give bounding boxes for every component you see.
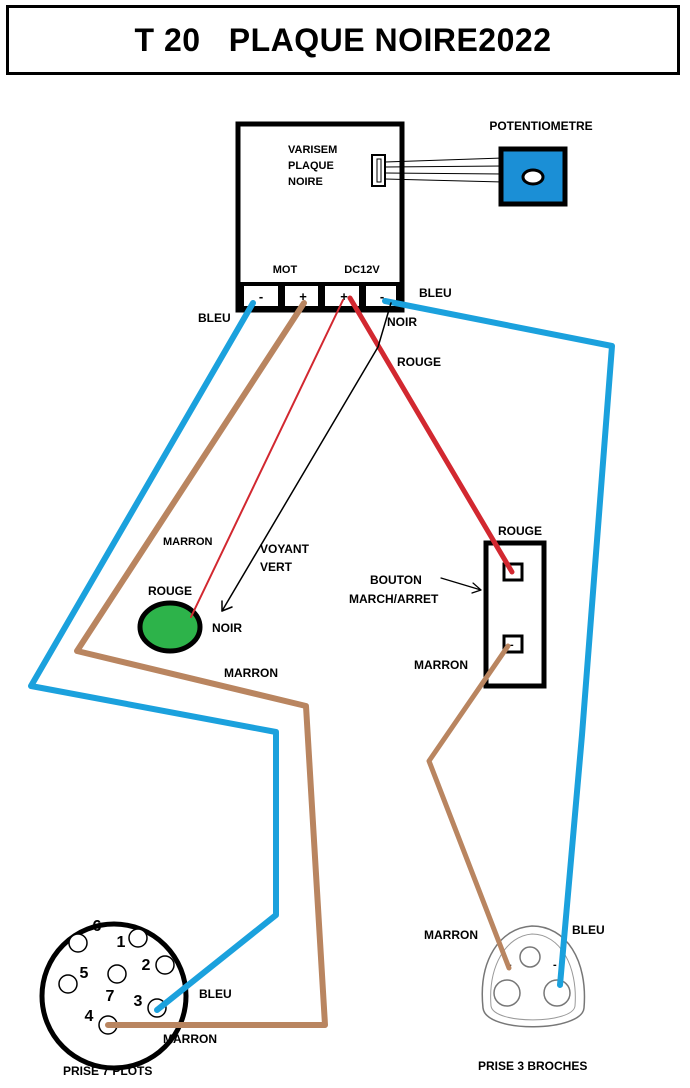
wire-brown-switch xyxy=(426,643,512,971)
label-bleu-right: BLEU xyxy=(419,286,452,300)
arrow-switch xyxy=(440,577,482,591)
wire-brown-left xyxy=(74,300,328,1028)
pin-label-6: 6 xyxy=(93,918,102,935)
pin-hole-2 xyxy=(155,955,175,975)
pin-label-2: 2 xyxy=(142,957,151,974)
labels: BLEU BLEU NOIR ROUGE MARRON VOYANT VERT … xyxy=(63,286,605,1078)
wires xyxy=(28,295,615,1028)
green-lamp xyxy=(137,600,203,654)
pin-label-1: 1 xyxy=(117,934,126,951)
arrow-head-switch xyxy=(471,582,482,594)
arrow-head-lamp xyxy=(221,600,233,612)
wire-black-lamp xyxy=(221,302,392,612)
label-marron-left: MARRON xyxy=(163,536,213,548)
socket3-pin-left xyxy=(493,979,521,1007)
title-box: T 20 PLAQUE NOIRE2022 xyxy=(6,5,680,75)
label-noir-top: NOIR xyxy=(387,315,417,329)
label-marron-mid: MARRON xyxy=(224,666,278,680)
label-bleu-socket3: BLEU xyxy=(572,923,605,937)
potentiometer: POTENTIOMETRE xyxy=(384,119,593,207)
label-bleu-socket7: BLEU xyxy=(199,987,232,1001)
potentiometer-body xyxy=(498,146,568,207)
potentiometer-knob xyxy=(521,168,545,186)
socket3-mark: - xyxy=(553,959,557,971)
label-rouge-lamp: ROUGE xyxy=(148,584,192,598)
socket3-pin-top xyxy=(519,946,541,968)
label-rouge-top: ROUGE xyxy=(397,355,441,369)
variator-box: - + + - VARISEM PLAQUE NOIRE MOT DC12V xyxy=(235,121,405,313)
socket3-pin-right xyxy=(543,979,571,1007)
switch-terminal-mark: - xyxy=(510,639,514,651)
variator-line-1: VARISEM xyxy=(288,144,337,156)
socket-7-pins: 1 2 3 4 5 6 7 xyxy=(39,918,189,1071)
label-bouton: BOUTON xyxy=(370,573,422,587)
variator-line-2: PLAQUE xyxy=(288,160,334,172)
label-bleu-left: BLEU xyxy=(198,311,231,325)
wire-blue-left xyxy=(28,300,279,1013)
pin-label-4: 4 xyxy=(85,1008,94,1025)
wire-red-switch xyxy=(347,295,515,575)
terminal-label: + xyxy=(340,289,348,304)
pin-label-5: 5 xyxy=(80,965,89,982)
socket-3-pins: - - xyxy=(481,925,586,1028)
terminal-label: - xyxy=(259,289,263,304)
label-rouge-switch: ROUGE xyxy=(498,524,542,538)
terminal-label: - xyxy=(380,289,384,304)
pin-hole-6 xyxy=(68,933,88,953)
wire-blue-right xyxy=(382,298,615,988)
wire-red-lamp xyxy=(190,299,344,618)
terminal-label: + xyxy=(299,289,307,304)
label-dc12v: DC12V xyxy=(344,264,380,276)
pin-hole-1 xyxy=(128,928,148,948)
label-vert: VERT xyxy=(260,560,293,574)
label-march-arret: MARCH/ARRET xyxy=(349,592,439,606)
terminal-mot-plus xyxy=(285,286,318,306)
pin-label-3: 3 xyxy=(134,993,143,1010)
label-noir-lamp: NOIR xyxy=(212,621,242,635)
label-prise-3-broches: PRISE 3 BROCHES xyxy=(478,1059,587,1073)
pin-hole-7 xyxy=(107,964,127,984)
pin-hole-5 xyxy=(58,974,78,994)
label-prise-7-plots: PRISE 7 PLOTS xyxy=(63,1064,152,1078)
pin-label-7: 7 xyxy=(106,988,115,1005)
label-voyant: VOYANT xyxy=(260,542,310,556)
potentiometer-label: POTENTIOMETRE xyxy=(489,119,592,133)
label-marron-socket3: MARRON xyxy=(424,928,478,942)
page-title: T 20 PLAQUE NOIRE2022 xyxy=(134,21,552,58)
label-marron-switch: MARRON xyxy=(414,658,468,672)
label-marron-socket7: MARRON xyxy=(163,1032,217,1046)
variator-line-3: NOIRE xyxy=(288,176,323,188)
label-mot: MOT xyxy=(273,264,298,276)
